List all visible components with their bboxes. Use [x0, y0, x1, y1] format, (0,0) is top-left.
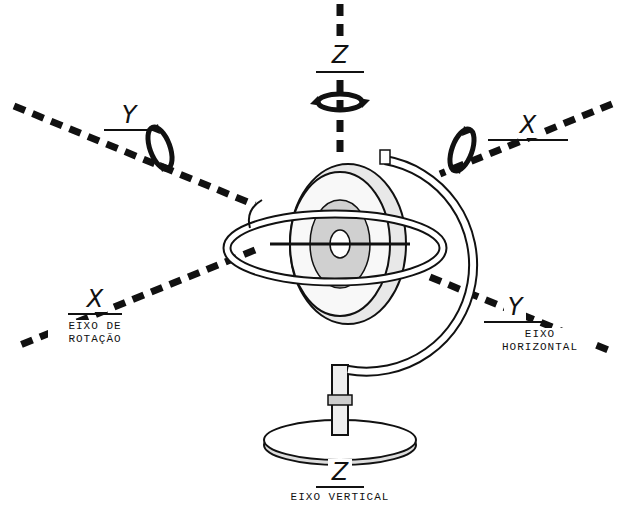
- axis-letter: Z: [328, 42, 352, 68]
- axis-letter: Y: [118, 102, 141, 128]
- axis-letter: X: [516, 112, 540, 138]
- axis-letter: X: [83, 286, 107, 312]
- axis-caption: EIXO HORIZONTAL: [488, 328, 592, 354]
- axis-caption: EIXO VERTICAL: [289, 491, 392, 504]
- axis-caption: EIXO DE ROTAÇÃO: [48, 320, 142, 346]
- axis-letter: Y: [504, 294, 527, 320]
- axis-letter: Z: [328, 459, 352, 485]
